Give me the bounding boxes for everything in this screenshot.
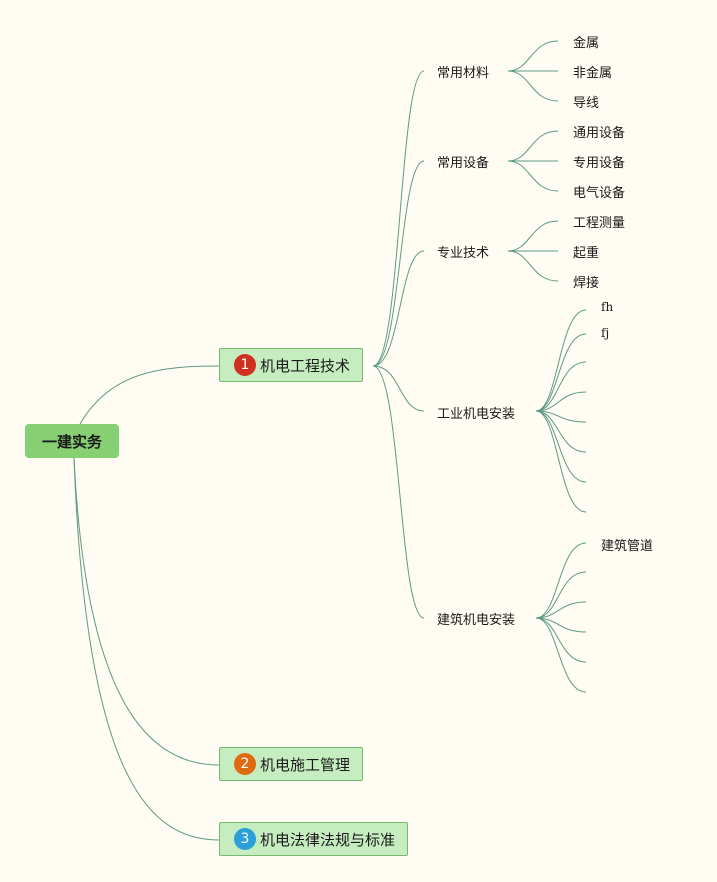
connector-leaf-2-2: [507, 250, 559, 282]
leaf-专用设备[interactable]: 专用设备: [573, 156, 626, 171]
branch-label: 机电施工管理: [260, 755, 351, 774]
connector-sub-0: [372, 70, 425, 367]
priority-3-icon: 3: [234, 828, 256, 850]
leaf-fh[interactable]: fh: [601, 300, 614, 314]
leaf-非金属[interactable]: 非金属: [573, 66, 613, 81]
leaf-焊接[interactable]: 焊接: [573, 276, 600, 291]
connector-leaf-1-2: [507, 160, 559, 192]
branch-label: 机电法律法规与标准: [260, 830, 396, 849]
leaf-电气设备[interactable]: 电气设备: [573, 186, 626, 201]
connector-leaf-0-2: [507, 70, 559, 102]
connector-sub-2: [372, 250, 425, 367]
connector-sub-1: [372, 160, 425, 367]
connector-root-branch-1: [79, 365, 220, 425]
leaf-建筑管道[interactable]: 建筑管道: [601, 539, 654, 554]
connector-leaf-4-2: [535, 601, 587, 619]
root-node[interactable]: 一建实务: [25, 424, 119, 458]
topic-工业机电安装[interactable]: 工业机电安装: [437, 407, 516, 422]
topic-常用材料[interactable]: 常用材料: [437, 66, 490, 81]
leaf-工程测量[interactable]: 工程测量: [573, 216, 626, 231]
root-label: 一建实务: [41, 432, 102, 451]
connector-leaf-4-4: [535, 617, 587, 663]
connector-leaf-3-2: [535, 361, 587, 412]
connector-root-branch-3: [73, 457, 220, 841]
topic-常用设备[interactable]: 常用设备: [437, 156, 490, 171]
topic-建筑机电安装[interactable]: 建筑机电安装: [437, 613, 516, 628]
connector-leaf-3-5: [535, 410, 587, 453]
connector-leaf-3-1: [535, 333, 587, 412]
connector-leaf-4-5: [535, 617, 587, 693]
leaf-起重[interactable]: 起重: [573, 246, 600, 261]
leaf-金属[interactable]: 金属: [573, 36, 600, 51]
leaf-fj[interactable]: fj: [601, 326, 610, 340]
connector-sub-3: [372, 365, 425, 412]
connector-leaf-3-7: [535, 410, 587, 513]
connector-leaf-0-0: [507, 40, 559, 72]
connector-leaf-3-0: [535, 309, 587, 412]
branch-node-1[interactable]: 1 机电工程技术: [219, 348, 364, 382]
branch-node-3[interactable]: 3 机电法律法规与标准: [219, 822, 409, 856]
connector-leaf-1-0: [507, 130, 559, 162]
branch-node-2[interactable]: 2 机电施工管理: [219, 747, 364, 781]
leaf-通用设备[interactable]: 通用设备: [573, 126, 626, 141]
connector-root-branch-2: [73, 457, 220, 766]
connector-leaf-4-1: [535, 571, 587, 619]
topic-专业技术[interactable]: 专业技术: [437, 246, 490, 261]
priority-1-icon: 1: [234, 354, 256, 376]
leaf-导线[interactable]: 导线: [573, 96, 600, 111]
priority-2-icon: 2: [234, 753, 256, 775]
connector-leaf-4-0: [535, 542, 587, 619]
connector-leaf-3-6: [535, 410, 587, 483]
connector-leaf-2-0: [507, 220, 559, 252]
branch-label: 机电工程技术: [260, 356, 351, 375]
connector-sub-4: [372, 365, 425, 619]
connector-leaf-3-3: [535, 391, 587, 412]
